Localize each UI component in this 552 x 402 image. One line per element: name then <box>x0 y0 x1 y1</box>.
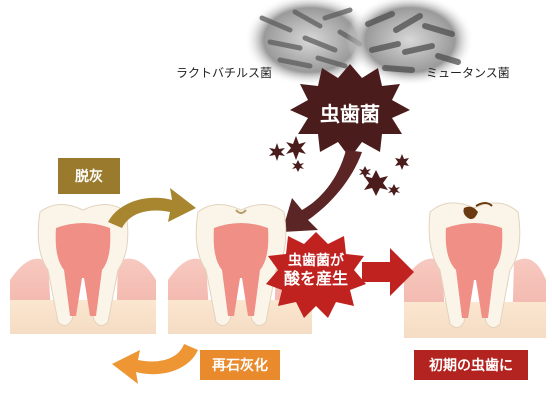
particle-4 <box>395 154 409 170</box>
acid-label-line2: 酸を産生 <box>283 269 348 288</box>
particle-2 <box>286 136 306 160</box>
remineral-arrow <box>112 344 198 384</box>
demineralization-tag: 脱灰 <box>58 158 120 194</box>
bacteria-arrow <box>282 150 362 232</box>
demineral-arrow <box>108 188 196 228</box>
early-caries-tag: 初期の虫歯に <box>414 350 528 380</box>
remineralization-tag: 再石灰化 <box>200 350 280 380</box>
particle-1 <box>269 143 285 161</box>
acid-label: 虫歯菌が 酸を産生 <box>266 252 366 288</box>
mutans-image <box>346 0 474 86</box>
tooth-early-caries <box>404 202 546 338</box>
cavity-spot <box>463 206 478 220</box>
particle-5 <box>292 160 304 172</box>
acid-label-line1: 虫歯菌が <box>288 253 344 269</box>
lactobacillus-label: ラクトバチルス菌 <box>176 66 273 80</box>
particle-6 <box>388 184 400 196</box>
bacteria-particles <box>269 136 409 196</box>
tooth-healthy <box>10 204 156 334</box>
acid-burst <box>266 232 366 318</box>
caries-arrow <box>362 248 414 296</box>
mutans-label: ミュータンス菌 <box>426 66 510 80</box>
lactobacillus-image <box>244 0 376 86</box>
bacteria-burst <box>290 64 410 158</box>
particle-7 <box>359 166 371 178</box>
particle-3 <box>364 170 388 196</box>
bacteria-label: 虫歯菌 <box>320 102 380 126</box>
